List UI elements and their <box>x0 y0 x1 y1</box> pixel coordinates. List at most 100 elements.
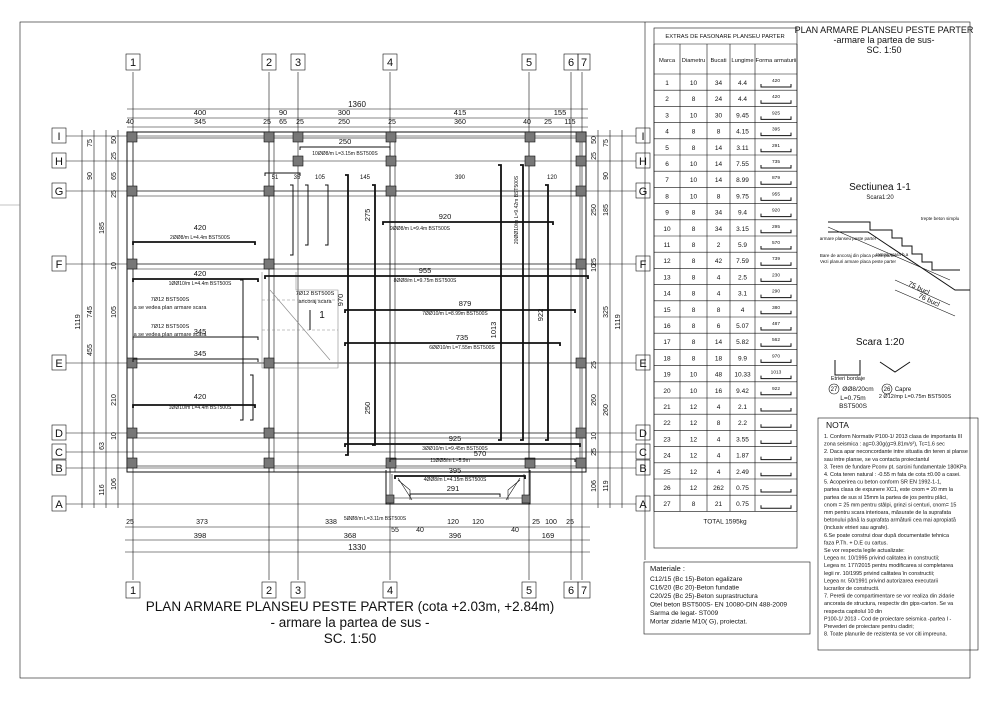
grid-row-label: A <box>639 499 647 511</box>
bar-shape <box>760 197 792 201</box>
dim-text: 65 <box>279 119 287 126</box>
bar-label: 4ØØ8/m L=4.15m BST500S <box>424 477 487 483</box>
bar-label: 2ØØ8/m L=4.4m BST500S <box>170 235 231 241</box>
table-cell: 4 <box>717 453 721 460</box>
bar-shape <box>760 181 792 185</box>
grid-row-label: I <box>641 131 644 143</box>
dim-text: 63 <box>99 442 106 450</box>
grid-row-label: F <box>640 259 647 271</box>
dim-text: 155 <box>554 108 567 117</box>
grid-row-label: F <box>56 259 63 271</box>
bar-shape <box>760 408 792 412</box>
note-line: 5. Acoperirea cu beton conform SR EN 199… <box>824 480 942 486</box>
dim-text: 10 <box>591 432 598 440</box>
dim-text: 106 <box>591 480 598 492</box>
structural-columns <box>126 131 587 504</box>
grid-row-E: E E <box>51 354 651 371</box>
bar-shape-length: 291 <box>772 143 780 149</box>
bar-shape-length: 290 <box>772 289 780 295</box>
table-cell: 9.4 <box>738 210 747 217</box>
bar-shape-length: 295 <box>772 224 780 230</box>
bar-shape-length: 735 <box>772 159 780 165</box>
bar-shape-length: 739 <box>772 256 780 262</box>
table-cell: 14 <box>715 145 723 152</box>
table-cell: 8.99 <box>736 177 749 184</box>
grid-row-label: C <box>55 447 63 459</box>
material-line: Otel beton BST500S- EN 10080-DIN 488-200… <box>650 602 787 609</box>
note-line: 3. Teren de fundare Pconv pt. sarcini fu… <box>824 464 967 470</box>
dimensions-bottom: 25 373 338 120 120 25 100 25 55 40 40 39… <box>125 519 590 553</box>
side-title: PLAN ARMARE PLANSEU PESTE PARTER <box>795 25 974 35</box>
dim-text: 25 <box>591 448 598 456</box>
bar-shape <box>760 165 792 169</box>
table-cell: 4 <box>717 436 721 443</box>
grid-col-label: 2 <box>266 585 272 597</box>
bar-length: 925 <box>449 434 462 443</box>
note-line: Legea nr. 50/1991 privind autorizarea ex… <box>824 578 938 584</box>
table-cell: 14 <box>663 291 671 298</box>
table-cell: 4 <box>717 274 721 281</box>
table-cell: 34 <box>715 226 723 233</box>
table-cell: 8 <box>692 307 696 314</box>
table-cell: 4 <box>717 291 721 298</box>
dim-text: 120 <box>472 519 484 526</box>
dim-text: 25 <box>263 119 271 126</box>
bar-shape <box>760 246 792 250</box>
grid-col-label: 2 <box>266 57 272 69</box>
grid-row-I: I I <box>51 127 651 144</box>
dimensions-left: 1119 75 90 185 745 455 50 25 65 25 10 10… <box>73 130 119 508</box>
dim-text: 25 <box>126 519 134 526</box>
table-cell: 10.33 <box>734 372 751 379</box>
bar-shape <box>760 229 792 234</box>
grid-col-label: 4 <box>387 57 393 69</box>
table-cell: 12 <box>690 420 698 427</box>
table-cell: 12 <box>690 469 698 476</box>
table-cell: 15 <box>663 307 671 314</box>
note-line: partea clasa de expunere XC1, este cnom … <box>824 487 953 493</box>
grid-row-label: E <box>55 358 62 370</box>
grid-row-H: H H <box>51 152 651 169</box>
side-title-block: PLAN ARMARE PLANSEU PESTE PARTER -armare… <box>795 25 974 55</box>
scara-mark: 26 <box>884 387 891 393</box>
bar-shape-length: 922 <box>772 386 780 392</box>
dim-text: 115 <box>564 119 575 126</box>
dim-text: 400 <box>194 108 207 117</box>
grid-row-label: I <box>57 131 60 143</box>
bar-length: 420 <box>194 223 207 232</box>
table-cell: 5.82 <box>736 339 749 346</box>
table-cell: 262 <box>713 485 724 492</box>
table-cell: 4 <box>717 469 721 476</box>
scara-label: 2 Ø12/mp L=0.75m BST500S <box>879 394 952 400</box>
bar-length: 420 <box>194 392 207 401</box>
dim-text: 260 <box>591 394 598 406</box>
section-title: Sectiunea 1-1 <box>849 182 911 193</box>
bar-shape <box>760 391 792 396</box>
note-line: betonului până la suprafata armăturii ce… <box>824 518 956 524</box>
bar-label: 8ØØ8/m L=9.75m BST500S <box>394 278 457 284</box>
note-line: sau intre planse, se va contacta proiect… <box>824 457 929 463</box>
grid-row-A: A A <box>51 495 651 512</box>
bar-shape <box>760 84 792 88</box>
table-cell: 7.59 <box>736 258 749 265</box>
bar-shape <box>760 294 792 299</box>
bar-label: 7Ø12 BST500S <box>151 297 190 303</box>
note-line: (inclusiv etrieri sau agrafe). <box>824 525 889 531</box>
table-cell: 1 <box>665 80 669 87</box>
table-header: Lungime <box>731 58 753 64</box>
dim-text: 415 <box>454 108 467 117</box>
table-cell: 8 <box>692 145 696 152</box>
bar-label: a se vedea plan armare scara <box>134 332 208 338</box>
grid-col-label: 1 <box>130 57 136 69</box>
bar-length: 250 <box>363 402 372 415</box>
table-cell: 8 <box>692 258 696 265</box>
dim-text: 50 <box>111 136 118 144</box>
